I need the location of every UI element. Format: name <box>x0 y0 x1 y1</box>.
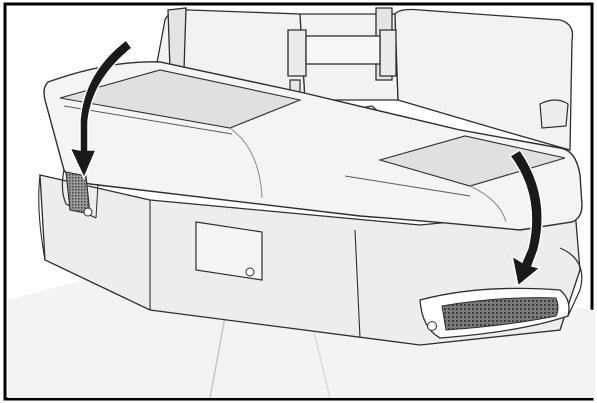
access-panel <box>196 222 262 280</box>
